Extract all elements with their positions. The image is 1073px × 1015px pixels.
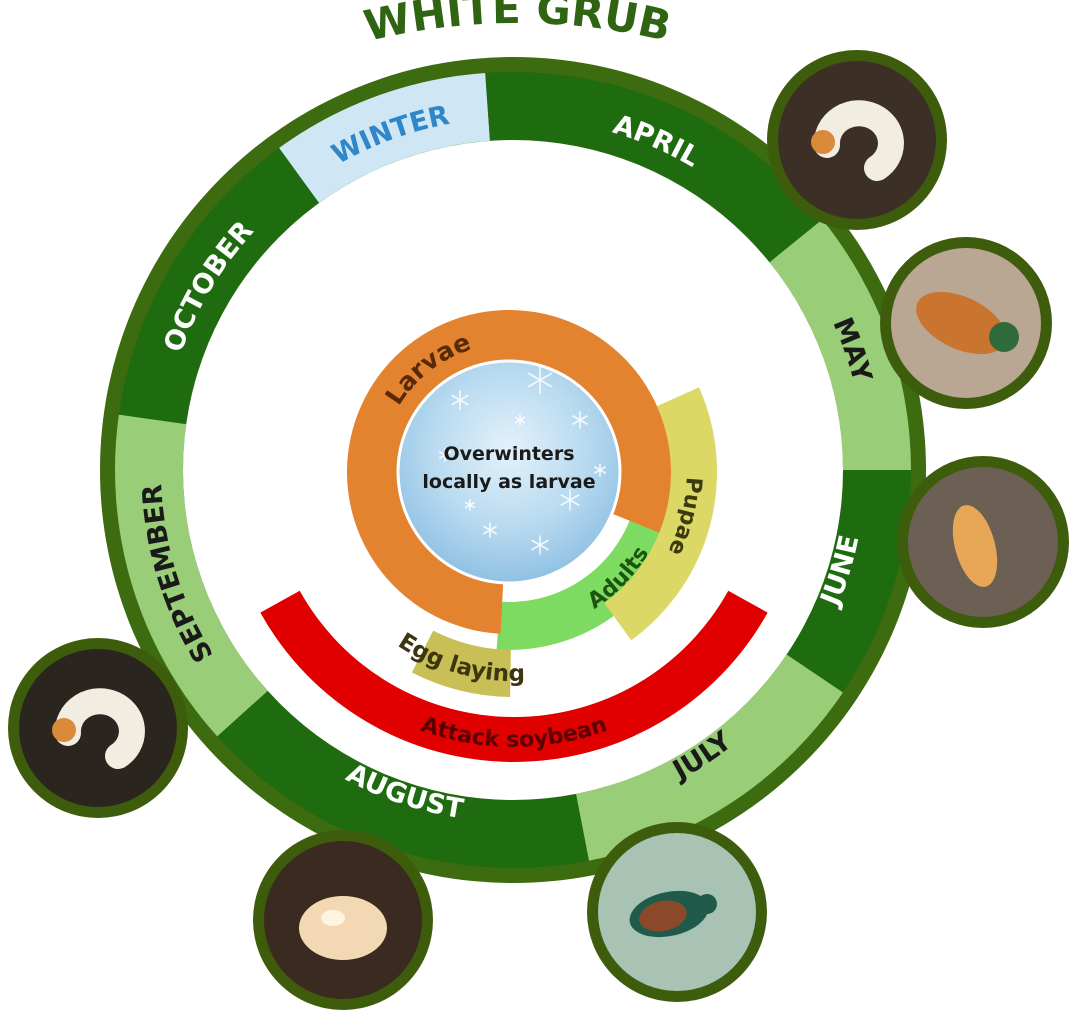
center-text-line-1: Overwinters — [443, 443, 574, 465]
egg-photo — [253, 830, 433, 1010]
diagram-title: WHITE GRUB — [360, 0, 676, 51]
adult-beetle-photo — [587, 822, 767, 1002]
center-text-line-2: locally as larvae — [422, 471, 595, 493]
egg-icon — [299, 896, 387, 960]
white-grub-larva-photo — [767, 50, 947, 230]
pupa-photo — [880, 237, 1052, 409]
pupa-in-soil-photo — [897, 456, 1069, 628]
center-circle: Overwinters locally as larvae — [398, 361, 620, 583]
young-larva-photo — [8, 638, 188, 818]
